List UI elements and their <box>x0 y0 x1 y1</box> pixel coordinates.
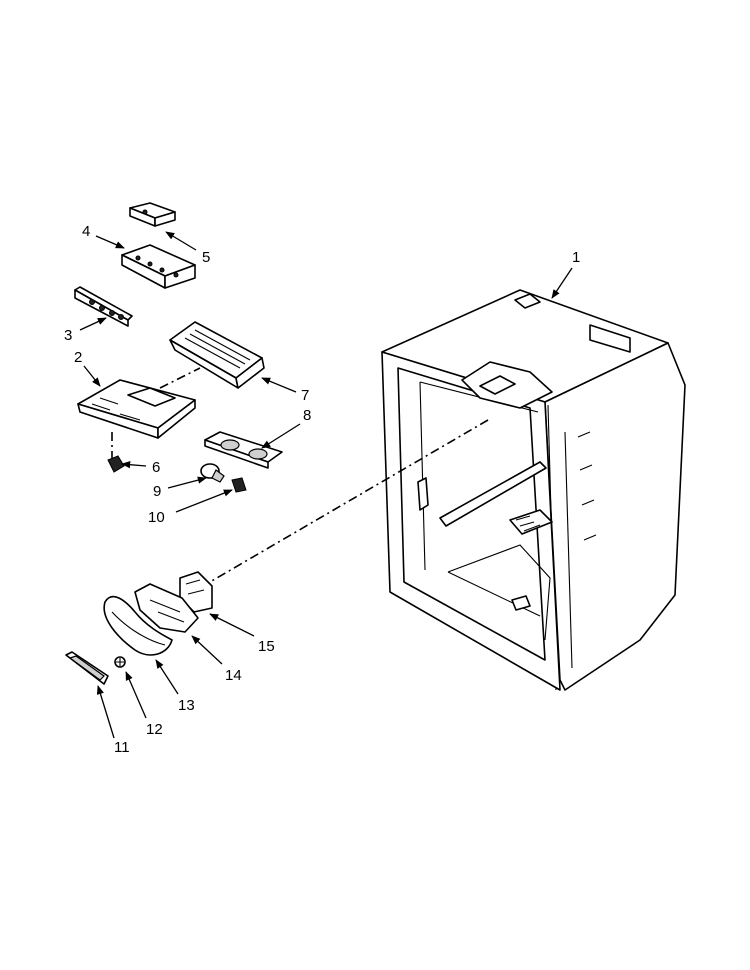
callout-7: 7 <box>301 387 309 404</box>
callout-15: 15 <box>258 638 275 655</box>
part-4-housing <box>121 244 196 289</box>
part-8-lens <box>204 431 283 469</box>
part-14-bracket <box>134 583 199 633</box>
part-7-tray <box>169 321 265 389</box>
callout-13: 13 <box>178 697 195 714</box>
part-9-bulb <box>200 463 225 483</box>
callout-2: 2 <box>74 349 82 366</box>
part-13-cover <box>103 595 173 656</box>
callout-14: 14 <box>225 667 242 684</box>
callout-9: 9 <box>153 483 161 500</box>
callout-4: 4 <box>82 223 90 240</box>
leader-arrows <box>79 231 573 739</box>
callout-8: 8 <box>303 407 311 424</box>
callout-1: 1 <box>572 249 580 266</box>
part-3-panel <box>74 286 133 327</box>
part-5-bracket <box>129 202 176 227</box>
callout-12: 12 <box>146 721 163 738</box>
part-12-screw <box>114 656 126 668</box>
part-2-cover <box>77 379 196 439</box>
callout-11: 11 <box>114 739 130 756</box>
callout-5: 5 <box>202 249 210 266</box>
part-10-socket <box>231 477 247 493</box>
liner-part-1 <box>381 289 686 691</box>
part-6-switch <box>107 455 125 473</box>
callout-3: 3 <box>64 327 72 344</box>
callout-10: 10 <box>148 509 165 526</box>
callout-6: 6 <box>152 459 160 476</box>
part-11-trim <box>65 651 109 685</box>
callout-labels: 1 2 3 4 5 6 7 8 9 10 11 12 13 14 15 <box>64 223 580 756</box>
alignment-lines <box>111 367 489 583</box>
